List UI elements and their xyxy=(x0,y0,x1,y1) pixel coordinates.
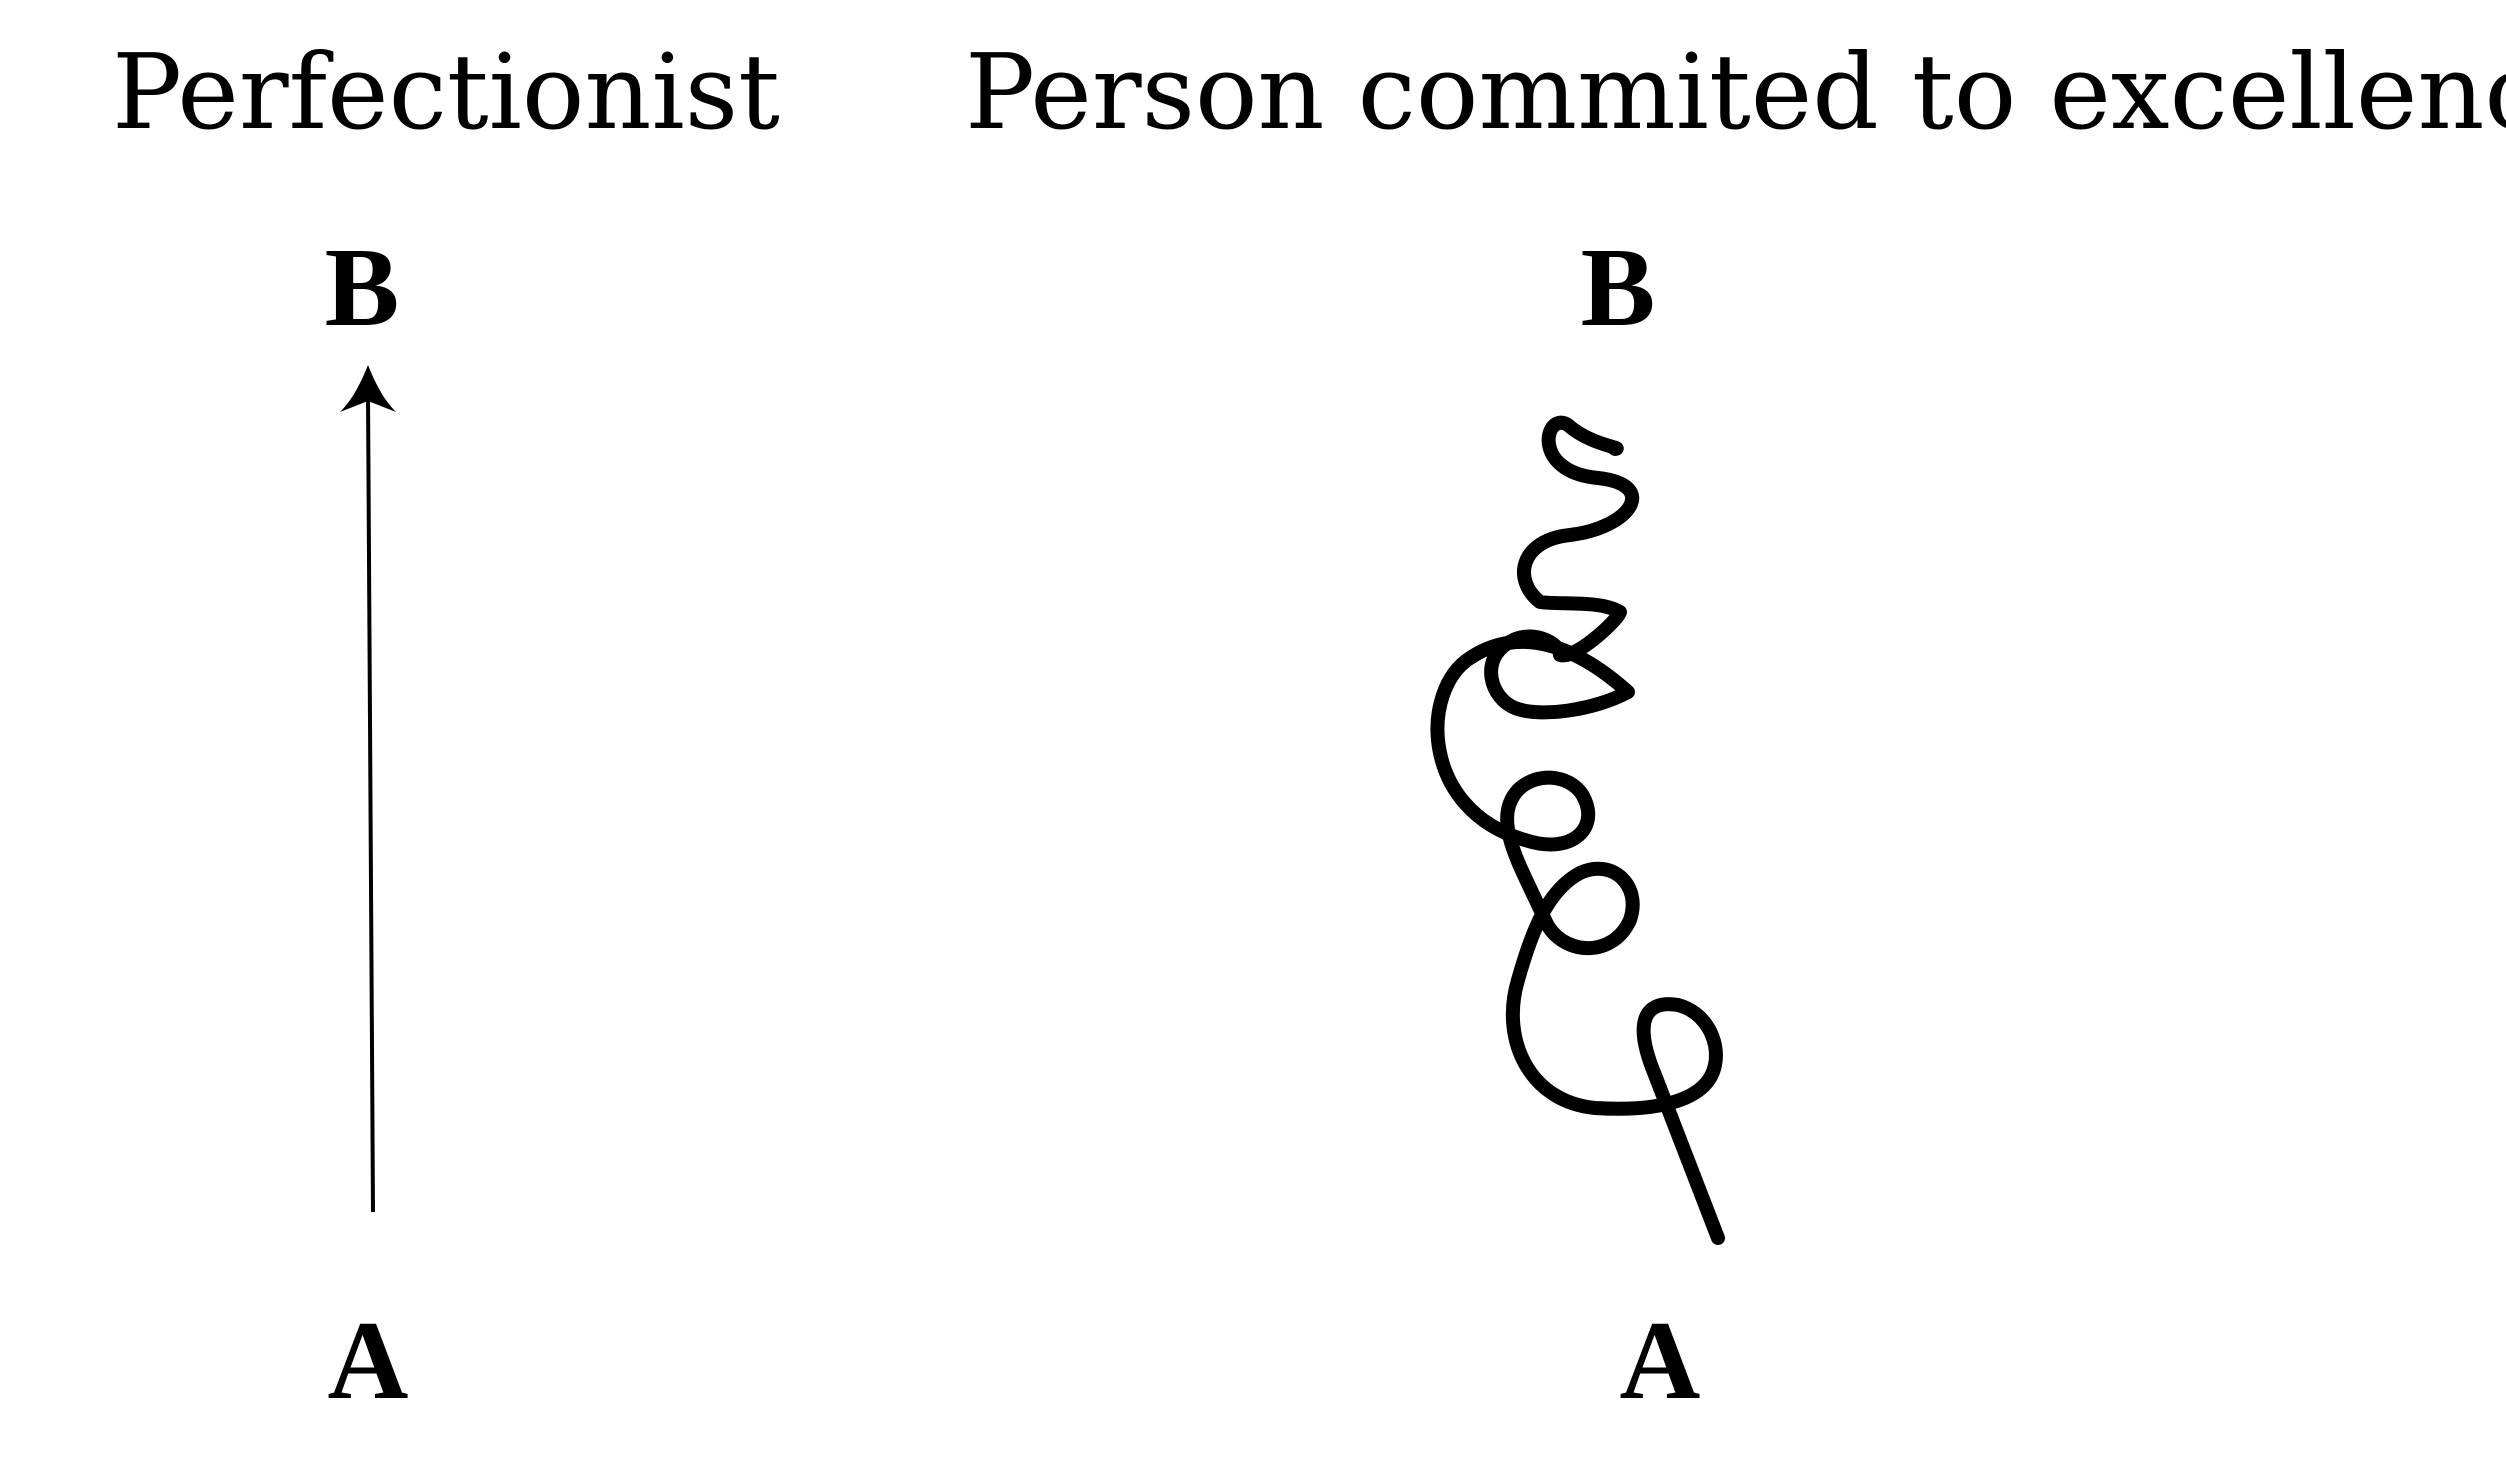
right-panel-title: Person commited to excellence xyxy=(965,31,2506,153)
left-start-label-a: A xyxy=(328,1299,409,1423)
left-panel-title: Perfectionist xyxy=(112,31,780,153)
arrowhead-icon xyxy=(340,365,396,412)
right-start-label-a: A xyxy=(1620,1299,1701,1423)
spiral-path-line xyxy=(1430,415,1725,1245)
right-end-label-b: B xyxy=(1581,226,1656,350)
straight-path-line xyxy=(366,394,375,1213)
left-end-label-b: B xyxy=(325,226,400,350)
right-panel: Person commited to excellence B A xyxy=(965,31,2506,1423)
left-panel: Perfectionist B A xyxy=(112,31,780,1423)
